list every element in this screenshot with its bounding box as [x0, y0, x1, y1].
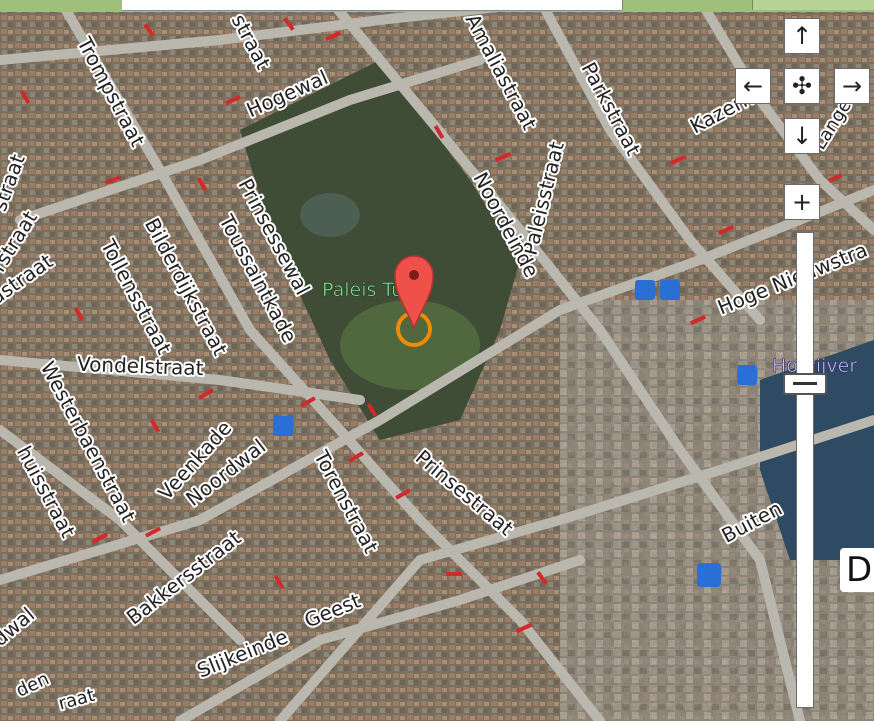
tram-stop-icon[interactable] — [737, 365, 757, 385]
toolbar-tab-left[interactable] — [622, 0, 753, 10]
edge-place-label[interactable]: D — [840, 548, 874, 592]
location-marker[interactable] — [394, 255, 434, 347]
tram-stop-icon[interactable] — [660, 280, 680, 300]
street-label-vondelstraat[interactable]: Vondelstraat — [75, 350, 206, 382]
search-box[interactable] — [122, 0, 622, 11]
tram-stop-icons[interactable] — [273, 280, 757, 587]
zoom-slider-track[interactable] — [796, 232, 814, 708]
zoom-slider-handle[interactable] — [783, 372, 827, 395]
pan-up-button[interactable]: ↑ — [784, 18, 820, 54]
pan-right-button[interactable]: → — [834, 68, 870, 104]
arrow-right-icon: → — [841, 72, 863, 100]
center-icon: ✣ — [791, 72, 813, 100]
tram-stop-icon[interactable] — [697, 563, 721, 587]
minus-icon — [793, 382, 817, 386]
pan-left-button[interactable]: ← — [735, 68, 771, 104]
zoom-in-button[interactable]: + — [784, 184, 820, 220]
tram-stop-icon[interactable] — [635, 280, 655, 300]
pan-down-button[interactable]: ↓ — [784, 118, 820, 154]
one-way-arrows — [19, 17, 843, 634]
plus-icon: + — [791, 188, 813, 216]
arrow-left-icon: ← — [742, 72, 764, 100]
hofvijver-water — [760, 340, 874, 560]
tram-stop-icon[interactable] — [273, 416, 293, 436]
park-pond — [300, 193, 360, 237]
toolbar-tab-right[interactable] — [752, 0, 874, 10]
pin-dot — [409, 270, 419, 280]
hofvijver-label[interactable]: Hofvijver — [772, 355, 858, 378]
arrow-down-icon: ↓ — [791, 122, 813, 150]
pan-center-button[interactable]: ✣ — [784, 68, 820, 104]
arrow-up-icon: ↑ — [791, 22, 813, 50]
map-pin-icon[interactable] — [394, 255, 434, 331]
